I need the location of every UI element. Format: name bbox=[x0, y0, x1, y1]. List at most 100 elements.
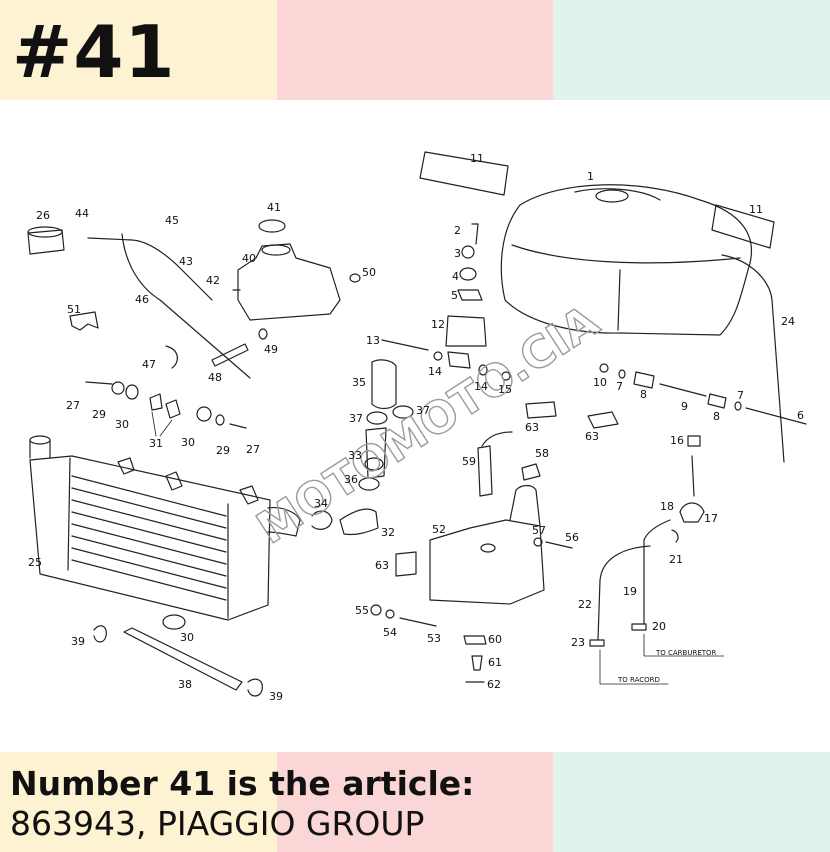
part-label: 9 bbox=[681, 400, 688, 413]
washer-part bbox=[618, 369, 626, 379]
tank-pad-part bbox=[711, 204, 775, 249]
part-label: 4 bbox=[452, 270, 459, 283]
pad-part bbox=[395, 551, 417, 577]
part-label: 58 bbox=[535, 447, 549, 460]
clip-part bbox=[457, 289, 483, 301]
part-label: 44 bbox=[75, 207, 89, 220]
washer-part bbox=[215, 414, 225, 426]
spacer-part bbox=[111, 381, 125, 395]
hose-part bbox=[87, 237, 213, 301]
part-label: 42 bbox=[206, 274, 220, 287]
grommet-part bbox=[125, 384, 139, 400]
header-color-band bbox=[0, 0, 830, 100]
spacer-part bbox=[633, 371, 655, 389]
part-label: 23 bbox=[571, 636, 585, 649]
hose-part bbox=[339, 508, 379, 536]
clip-part bbox=[463, 635, 487, 645]
hose-clamp-part bbox=[311, 510, 333, 530]
bolt-part bbox=[745, 407, 807, 425]
part-label: 39 bbox=[269, 690, 283, 703]
part-label: 6 bbox=[797, 409, 804, 422]
part-label: 15 bbox=[498, 383, 512, 396]
part-label: 57 bbox=[532, 524, 546, 537]
part-label: 30 bbox=[181, 436, 195, 449]
hose-clamp-part bbox=[165, 345, 178, 369]
part-label: 2 bbox=[454, 224, 461, 237]
fuel-line-part bbox=[643, 519, 671, 625]
expansion-tank-cap-part bbox=[258, 219, 286, 233]
part-label: 13 bbox=[366, 334, 380, 347]
part-label: 21 bbox=[669, 553, 683, 566]
part-label: 3 bbox=[454, 247, 461, 260]
hose-clamp-part bbox=[358, 477, 380, 491]
breather-pipe-part bbox=[721, 254, 785, 463]
washer-part bbox=[599, 363, 609, 373]
part-label: 36 bbox=[344, 473, 358, 486]
part-label: 39 bbox=[71, 635, 85, 648]
bolt-part bbox=[85, 381, 113, 385]
fuel-tank-part bbox=[500, 184, 753, 336]
grommet-part bbox=[459, 267, 477, 281]
washer-part bbox=[433, 351, 443, 361]
fitting-part bbox=[687, 435, 701, 447]
footer-color-band bbox=[0, 752, 830, 852]
hose-clamp-part bbox=[392, 405, 414, 419]
part-label: 50 bbox=[362, 266, 376, 279]
expansion-tank-part bbox=[232, 243, 341, 321]
clip-part bbox=[69, 311, 99, 331]
hose-clamp-part bbox=[247, 678, 263, 697]
part-label: 30 bbox=[115, 418, 129, 431]
part-label: 18 bbox=[660, 500, 674, 513]
part-label: 48 bbox=[208, 371, 222, 384]
part-label: 16 bbox=[670, 434, 684, 447]
part-label: 20 bbox=[652, 620, 666, 633]
hose-part bbox=[365, 427, 387, 479]
washer-part bbox=[533, 537, 543, 547]
reservoir-part bbox=[429, 484, 545, 605]
part-label: 49 bbox=[264, 343, 278, 356]
part-label: 14 bbox=[428, 365, 442, 378]
fuel-tap-part bbox=[481, 431, 513, 447]
note-to-carburetor: TO CARBURETOR bbox=[655, 649, 717, 657]
tank-pad-part bbox=[419, 151, 509, 196]
part-label: 11 bbox=[470, 152, 484, 165]
bracket-part bbox=[447, 351, 471, 369]
screw-part bbox=[471, 223, 479, 245]
radiator-cap-part bbox=[27, 229, 65, 255]
part-label: 63 bbox=[525, 421, 539, 434]
screw-part bbox=[471, 655, 483, 671]
fuel-tap-part bbox=[477, 445, 493, 497]
part-label: 37 bbox=[349, 412, 363, 425]
part-label: 60 bbox=[488, 633, 502, 646]
radiator-part bbox=[29, 435, 271, 621]
vacuum-valve-part bbox=[679, 455, 705, 523]
nut-part bbox=[349, 273, 361, 283]
part-label: 35 bbox=[352, 376, 366, 389]
part-label: 19 bbox=[623, 585, 637, 598]
fuel-line-part bbox=[597, 545, 651, 641]
part-label: 8 bbox=[713, 410, 720, 423]
part-label: 17 bbox=[704, 512, 718, 525]
part-label: 43 bbox=[179, 255, 193, 268]
part-label: 12 bbox=[431, 318, 445, 331]
part-label: 7 bbox=[737, 389, 744, 402]
part-label: 47 bbox=[142, 358, 156, 371]
hose-part bbox=[123, 627, 243, 691]
hose-part bbox=[211, 343, 249, 367]
article-code: 863943, PIAGGIO GROUP bbox=[10, 804, 425, 843]
leader-line bbox=[599, 649, 669, 685]
part-label: 38 bbox=[178, 678, 192, 691]
leader-line bbox=[643, 633, 725, 657]
part-label: 14 bbox=[474, 380, 488, 393]
part-label: 26 bbox=[36, 209, 50, 222]
part-label: 11 bbox=[749, 203, 763, 216]
part-label: 25 bbox=[28, 556, 42, 569]
part-label: 34 bbox=[314, 497, 328, 510]
bolt-part bbox=[381, 339, 429, 351]
bracket-part bbox=[445, 315, 487, 347]
bolt-part bbox=[545, 541, 573, 549]
part-label: 27 bbox=[66, 399, 80, 412]
part-label: 29 bbox=[92, 408, 106, 421]
pin-part bbox=[659, 383, 707, 397]
part-label: 56 bbox=[565, 531, 579, 544]
